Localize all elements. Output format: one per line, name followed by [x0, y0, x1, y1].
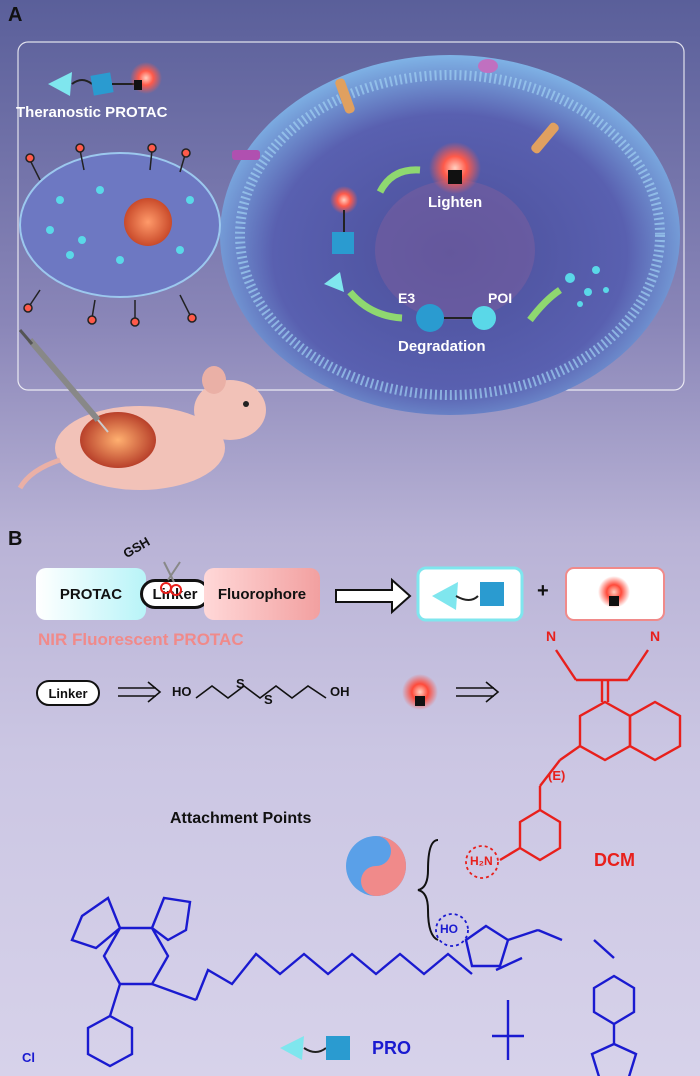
tumor-nucleus	[124, 198, 172, 246]
h2n-label: H₂N	[470, 854, 493, 868]
linker-pill: Linker	[36, 680, 100, 706]
panel-a-illustration	[17, 41, 685, 490]
membrane-protein	[478, 59, 498, 73]
panel-b-letter: B	[8, 528, 23, 550]
pro-structure	[70, 896, 638, 1076]
hollow-arrow-icon	[335, 577, 412, 615]
lighten-bulb-glow	[429, 142, 481, 194]
protac-particles	[46, 186, 194, 264]
yin-yang-icon	[346, 836, 406, 896]
poi-label: POI	[488, 290, 513, 306]
s1-label: S	[236, 676, 245, 691]
fluorophore-box: Fluorophore	[204, 568, 320, 620]
e3-label: E3	[398, 290, 416, 306]
release-arrow	[527, 287, 562, 323]
small-cell	[19, 152, 221, 298]
ho-label: HO	[172, 684, 192, 699]
protac-box: PROTAC	[36, 568, 146, 620]
oh-label: OH	[330, 684, 350, 699]
plus-sign: +	[537, 580, 549, 602]
cell-membrane	[235, 70, 665, 400]
pro-label: PRO	[372, 1038, 412, 1058]
surrounding-probes	[23, 143, 197, 327]
lighten-bulb-base	[448, 170, 462, 184]
degradation-arrow	[347, 289, 403, 322]
membrane-protein	[531, 122, 559, 154]
h2n-attachment-circle	[465, 845, 499, 879]
panel-a-letter: A	[8, 4, 23, 26]
dcm-structure	[499, 649, 682, 862]
degradation-label: Degradation	[398, 338, 486, 355]
dcm-n-left: N	[546, 628, 557, 644]
ho-attachment-circle	[435, 913, 469, 947]
disulfide-chain	[195, 685, 327, 699]
mouse-illustration	[17, 329, 266, 490]
bulb-base	[609, 596, 619, 606]
e3-ligand-cube	[480, 582, 504, 606]
degraded-fragments	[565, 266, 609, 307]
lighten-label: Lighten	[428, 194, 483, 211]
membrane-protein	[335, 78, 355, 114]
chemistry-svg	[70, 649, 682, 1076]
ho-pro-label: HO	[440, 922, 458, 936]
e3-legend-cube	[326, 1036, 350, 1060]
cl-label: Cl	[22, 1050, 35, 1065]
attachment-points-label: Attachment Points	[170, 810, 312, 827]
brace-icon	[417, 839, 439, 941]
warhead-shape	[432, 582, 458, 610]
panel-b-top-svg	[160, 561, 665, 622]
membrane-protein	[232, 150, 260, 160]
cell-nucleus	[375, 180, 535, 320]
cell-probe	[324, 186, 358, 292]
double-arrow-icon	[456, 681, 500, 703]
nir-fluorescent-protac-label: NIR Fluorescent PROTAC	[38, 630, 244, 649]
e-config-label: (E)	[548, 768, 566, 783]
theranostic-protac-label: Theranostic PROTAC	[16, 104, 168, 121]
scissors-icon	[160, 561, 182, 596]
bulb-base	[415, 696, 425, 706]
theranostic-protac-molecule	[48, 62, 162, 96]
double-arrow-icon	[118, 681, 162, 703]
dcm-n-right: N	[650, 628, 661, 644]
protac-product-box	[416, 566, 524, 622]
warhead-legend-icon	[280, 1036, 304, 1060]
degradation-complex	[416, 304, 496, 332]
lighten-arrow	[376, 166, 421, 194]
s2-label: S	[264, 692, 273, 707]
dcm-label: DCM	[594, 850, 635, 870]
